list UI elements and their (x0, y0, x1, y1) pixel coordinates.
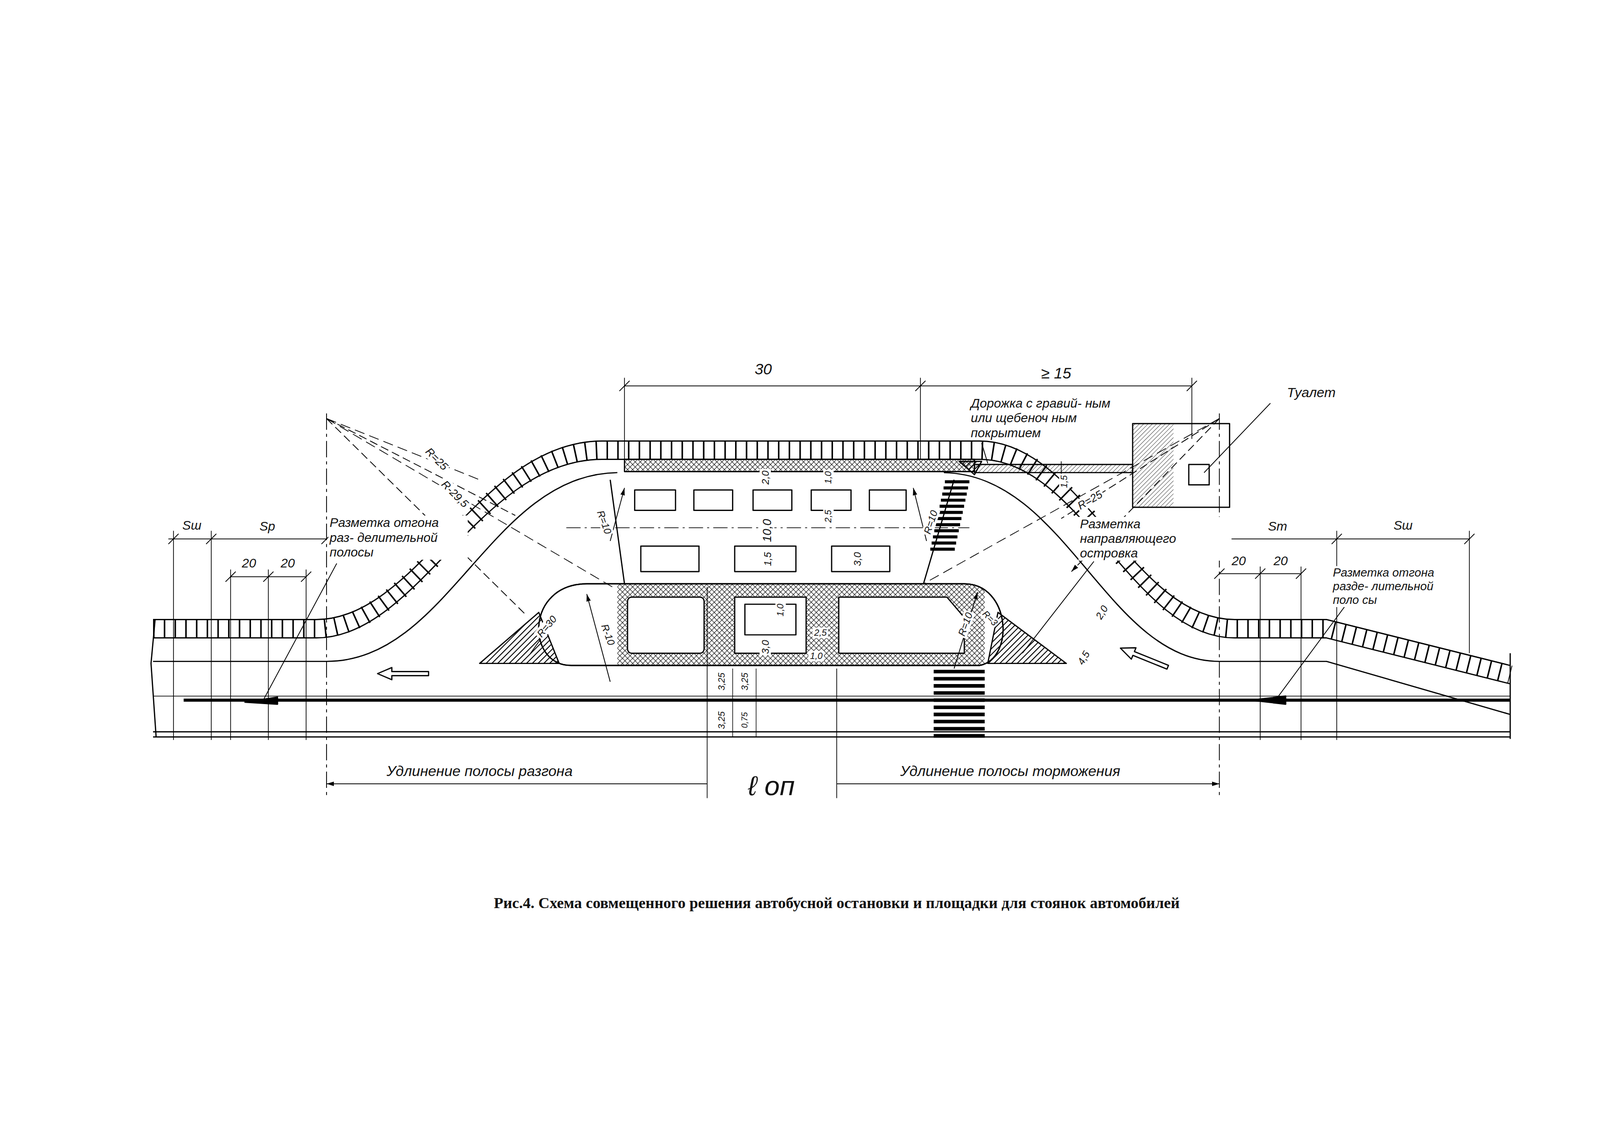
radius-label: R=10 (593, 507, 614, 537)
dimension-label: ℓ оп (746, 770, 797, 802)
dimension-label: 3,25 (715, 710, 727, 731)
radius-label: R-29,5 (438, 476, 473, 512)
dimension-label: 20 (240, 556, 258, 571)
radius-label: R=25 (421, 444, 452, 475)
radius-label: R=3 (979, 607, 1001, 629)
dimension-label: 2,5 (812, 627, 829, 639)
dimension-label: 1,5 (761, 550, 773, 568)
dimension-label: 3,0 (759, 638, 772, 656)
radius-label: R-10 (598, 621, 618, 649)
radius-label: R=10 (920, 507, 941, 537)
dimension-label: 0,75 (740, 710, 750, 730)
note-label: Туалет (1285, 384, 1337, 401)
dimension-label: 1,0 (808, 650, 824, 662)
radius-label: R=10 (955, 609, 976, 639)
dimension-label: 30 (753, 360, 774, 379)
note-label: Дорожка с гравий- ным или щебеноч ным по… (969, 396, 1123, 441)
dimension-label: Sш (1392, 518, 1415, 533)
radius-label: R=25 (1073, 487, 1106, 513)
note-label: Разметка отгона раз- делительной полосы (328, 515, 468, 560)
figure-caption: Рис.4. Схема совмещенного решения автобу… (492, 894, 1181, 912)
dimension-label: 20 (1230, 553, 1248, 569)
radius-label: R=30 (533, 612, 560, 641)
dimension-label: 1,5 (1058, 474, 1070, 490)
note-label: Разметка направляющего островка (1078, 516, 1232, 562)
dimension-label: 20 (279, 556, 297, 571)
dimension-label: 3,25 (739, 671, 751, 692)
dimension-label: 4,5 (1074, 648, 1093, 669)
dimension-label: ≥ 15 (1039, 364, 1073, 383)
dimension-label: 10,0 (760, 517, 775, 544)
dimension-label: Sр (258, 519, 277, 534)
dimension-label: 20 (1272, 553, 1289, 569)
dimension-label: Sш (180, 518, 203, 533)
dimension-label: 3,25 (715, 671, 727, 692)
dimension-label: 2,5 (823, 508, 834, 525)
dimension-label: 2,0 (1093, 602, 1112, 623)
dimension-label: 1,0 (775, 602, 786, 619)
dimension-label: 1,0 (823, 470, 834, 486)
note-label: Разметка отгона разде- лительной поло сы (1331, 566, 1448, 608)
dimension-label: 2,0 (759, 469, 772, 486)
dimension-label: Удлинение полосы торможения (899, 762, 1122, 780)
dimension-label: 3,0 (851, 550, 863, 568)
dimension-label: Sт (1266, 519, 1289, 534)
dimension-label: Удлинение полосы разгона (385, 762, 575, 780)
